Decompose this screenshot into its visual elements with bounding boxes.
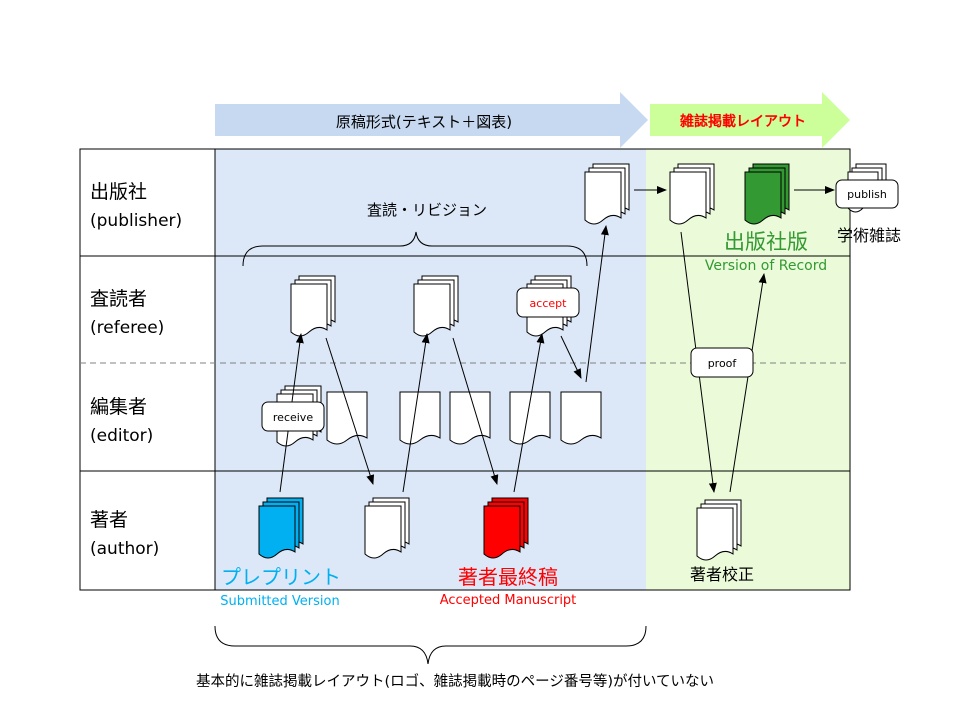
document-page [483, 505, 521, 559]
document-page [290, 283, 328, 337]
manuscript-phase-arrow [215, 92, 648, 148]
referee-doc-1 [290, 275, 336, 337]
editor-doc-6 [560, 391, 602, 445]
lane-author: 著者 (author) [90, 509, 159, 559]
bottom-brace [214, 625, 647, 665]
document-page [364, 505, 402, 559]
peer-review-label: 査読・リビジョン [367, 201, 487, 219]
proof-callout: proof [690, 347, 754, 378]
lane-editor: 編集者 (editor) [90, 396, 153, 446]
document-page [399, 391, 441, 445]
document-page [449, 391, 491, 445]
receive-callout: receive [261, 401, 325, 432]
arrow-proof-up [729, 273, 767, 493]
proof-label: proof [708, 357, 738, 370]
peer-review-brace [242, 231, 588, 267]
lane-name: 著者 [90, 509, 128, 531]
layout-phase-label: 雑誌掲載レイアウト [679, 113, 806, 130]
receive-label: receive [273, 411, 313, 424]
document-page [744, 171, 782, 225]
submitted-version-label: Submitted Version [220, 594, 339, 609]
lane-en: (publisher) [90, 211, 182, 231]
footnote: 基本的に雑誌掲載レイアウト(ロゴ、雑誌掲載時のページ番号等)が付いていない [196, 672, 714, 690]
document-page [509, 391, 551, 445]
lane-name: 編集者 [90, 396, 147, 418]
lane-en: (author) [90, 539, 159, 559]
referee-doc-2 [413, 275, 459, 337]
document-page [326, 391, 368, 445]
arrow-review1-to-author [325, 337, 375, 485]
arrow-editor-to-publisher [585, 225, 609, 383]
author-proof-label: 著者校正 [690, 565, 754, 584]
flow-arrows [279, 186, 835, 493]
lane-en: (editor) [90, 426, 153, 446]
version-of-record-label: Version of Record [705, 258, 827, 274]
lane-name: 出版社 [90, 181, 147, 203]
document-page [258, 505, 296, 559]
editor-doc-5 [509, 391, 551, 445]
publisher-version-doc [744, 163, 790, 225]
publisher-version-label: 出版社版 [724, 230, 808, 254]
arrow-revise2 [513, 333, 545, 493]
arrow-review2-to-author [452, 337, 499, 485]
publisher-received-doc [584, 163, 630, 225]
accepted-manuscript-label: Accepted Manuscript [440, 593, 577, 608]
publish-label: publish [847, 188, 887, 201]
document-page [669, 171, 707, 225]
accept-label: accept [530, 297, 568, 310]
lane-grid [79, 148, 851, 591]
accepted-manuscript-jp-label: 著者最終稿 [458, 565, 558, 589]
editor-doc-2 [326, 391, 368, 445]
layout-phase-arrow [650, 92, 850, 148]
publish-callout: publish [835, 179, 899, 209]
accepted-manuscript-doc [483, 497, 529, 559]
editor-doc-4 [449, 391, 491, 445]
document-page [696, 507, 734, 561]
document-page [560, 391, 602, 445]
lane-en: (referee) [90, 318, 164, 338]
editor-doc-3 [399, 391, 441, 445]
preprint-label: プレプリント [221, 565, 341, 589]
manuscript-phase-label: 原稿形式(テキスト＋図表) [336, 113, 512, 131]
preprint-doc [258, 497, 304, 559]
journal-label: 学術雑誌 [837, 226, 901, 245]
lane-publisher: 出版社 (publisher) [90, 181, 182, 231]
document-page [584, 171, 622, 225]
author-proof-doc [696, 499, 742, 561]
arrow-accept-to-editor [560, 335, 582, 379]
revised-doc [364, 497, 410, 559]
lane-referee: 査読者 (referee) [90, 288, 164, 338]
document-page [413, 283, 451, 337]
lane-name: 査読者 [90, 288, 147, 310]
publisher-layout-doc [669, 163, 715, 225]
accept-callout: accept [516, 287, 580, 318]
arrow-revise1 [402, 333, 430, 493]
